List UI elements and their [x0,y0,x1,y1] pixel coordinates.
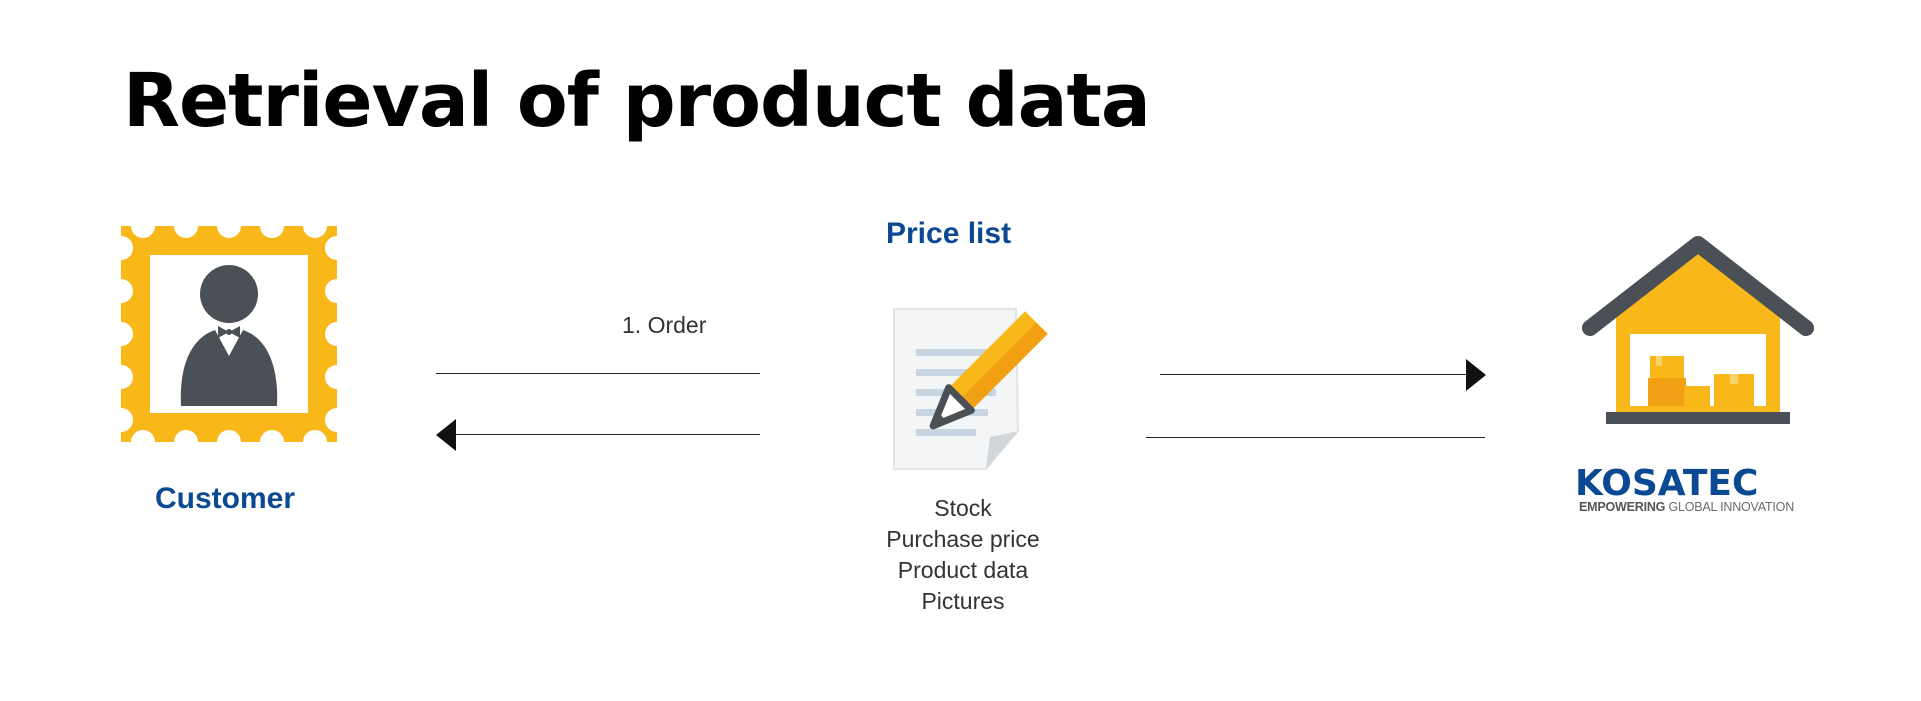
price-list-item: Stock [934,495,992,521]
tagline-rest: GLOBAL INNOVATION [1665,500,1795,514]
price-list-items: Stock Purchase price Product data Pictur… [862,493,1064,617]
order-line [436,373,760,374]
tagline-bold: EMPOWERING [1579,500,1666,514]
arrow-right-head-icon [1466,359,1486,391]
request-arrow-line [1160,374,1466,375]
price-list-item: Purchase price [886,526,1040,552]
warehouse-icon [1582,236,1814,424]
order-label: 1. Order [622,312,707,338]
kosatec-tagline: EMPOWERING GLOBAL INNOVATION [1579,500,1794,514]
price-list-item: Product data [897,557,1029,583]
document-pencil-icon [893,308,1048,470]
price-list-label: Price list [886,217,1012,250]
arrow-left-head-icon [436,419,456,451]
response-line [1146,437,1485,438]
page-title: Retrieval of product data [123,58,1151,144]
kosatec-logo: KOSATEC [1575,463,1759,504]
customer-label: Customer [155,482,296,515]
customer-stamp-icon [121,226,337,442]
return-arrow-line [456,434,760,435]
price-list-item: Pictures [921,588,1005,614]
